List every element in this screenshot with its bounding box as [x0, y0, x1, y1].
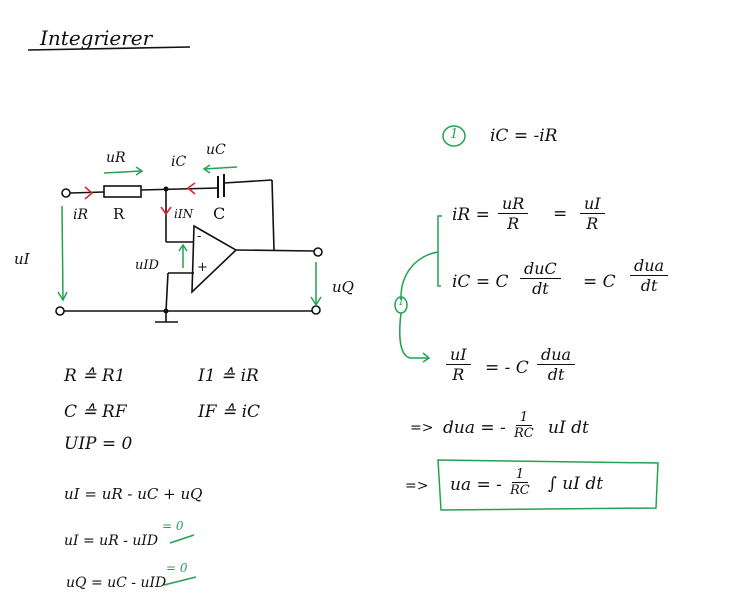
label-u-q: uQ — [332, 278, 354, 296]
eq-result-lhs: ua = - — [450, 475, 502, 495]
implies-arrow-1: => — [410, 420, 434, 436]
eq-r-r1: R ≙ R1 — [64, 366, 126, 386]
denominator: RC — [510, 483, 530, 498]
label-i-in: iIN — [174, 207, 194, 221]
eq-step1-lhs: dua = - — [443, 418, 506, 438]
numerator: uR — [498, 194, 529, 214]
denominator: R — [452, 365, 465, 384]
op-amp — [191, 224, 238, 294]
implies-arrow-2: => — [405, 478, 429, 494]
numerator: 1 — [515, 410, 533, 426]
eq-result-rhs: ∫ uI dt — [548, 474, 604, 494]
denominator: dt — [532, 279, 549, 298]
eq-mesh-1: uI = uR - uC + uQ — [64, 485, 203, 503]
numerator: uI — [446, 345, 471, 365]
numerator: dua — [537, 345, 576, 365]
denominator: R — [507, 214, 520, 233]
numerator: uI — [580, 194, 605, 214]
ground-terminal-right — [311, 305, 321, 315]
output-terminal — [313, 247, 323, 257]
eq-ir-lhs: iR = — [452, 205, 490, 225]
label-u-id: uID — [135, 258, 159, 273]
note-zero-2: = 0 — [166, 561, 188, 575]
label-r: R — [113, 205, 125, 223]
title-underline — [27, 46, 191, 51]
label-u-r: uR — [106, 150, 126, 166]
label-minus: - — [197, 229, 202, 244]
input-terminal — [61, 188, 71, 198]
eq-comb-mid: = - C — [485, 358, 529, 378]
eq-uip: UIP = 0 — [64, 434, 133, 454]
numerator: duC — [520, 259, 561, 279]
label-u-i: uI — [14, 250, 30, 268]
voltage-arrows — [57, 125, 659, 586]
eq-ic-mid: = C — [583, 272, 616, 292]
numerator: dua — [630, 256, 669, 276]
eq-mesh-3: uQ = uC - uID — [66, 575, 167, 591]
label-i-r: iR — [73, 207, 89, 223]
eq-sign: = — [553, 204, 568, 224]
ground-terminal-left — [55, 306, 65, 316]
marker-1: 1 — [450, 127, 459, 142]
eq-ic-lhs: iC = C — [452, 272, 509, 292]
numerator: 1 — [511, 467, 529, 483]
label-c: C — [213, 204, 226, 223]
page-title: Integrierer — [40, 26, 153, 50]
label-plus: + — [197, 260, 208, 275]
eq-if-ic: IF ≙ iC — [198, 402, 261, 422]
label-i-c: iC — [171, 154, 187, 170]
denominator: R — [586, 214, 599, 233]
denominator: RC — [514, 426, 534, 441]
marker-1-sub: 1 — [398, 297, 405, 308]
note-zero-1: = 0 — [162, 519, 184, 533]
eq-step1-rhs: uI dt — [548, 418, 589, 438]
denominator: dt — [547, 365, 565, 384]
eq-kcl: iC = -iR — [490, 126, 558, 146]
current-arrows — [84, 182, 196, 216]
resistor — [103, 185, 142, 198]
eq-i1-ir: I1 ≙ iR — [198, 366, 259, 386]
eq-c-rf: C ≙ RF — [64, 402, 127, 422]
eq-mesh-2: uI = uR - uID — [64, 533, 159, 549]
label-u-c: uC — [206, 142, 226, 158]
denominator: dt — [640, 276, 658, 295]
